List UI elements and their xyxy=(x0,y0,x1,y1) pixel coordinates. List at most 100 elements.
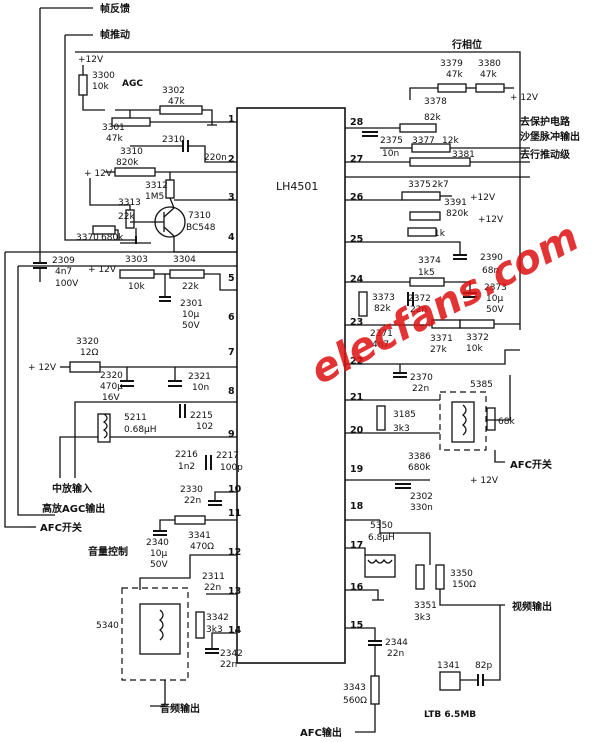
svg-text:68k: 68k xyxy=(498,417,515,427)
h-position-circuit: 行相位 3379 47k 3380 47k + 12V 3378 82k 237… xyxy=(345,38,580,178)
svg-text:10k: 10k xyxy=(466,344,483,354)
ic-pin-20: 20 xyxy=(350,425,364,436)
svg-text:3k3: 3k3 xyxy=(414,613,431,623)
signal-audio-out: 音频输出 xyxy=(160,702,200,715)
pin7-supply: 3320 12Ω + 12V 2320 470μ 16V 2321 10n xyxy=(28,337,237,403)
svg-text:2216: 2216 xyxy=(175,450,198,460)
svg-text:22n: 22n xyxy=(204,583,221,593)
ic-pin-8: 8 xyxy=(228,386,235,397)
frame-drive-line: 帧推动 xyxy=(64,28,130,241)
svg-text:3373: 3373 xyxy=(372,293,395,303)
ic-pin-19: 19 xyxy=(350,464,363,475)
svg-text:3391: 3391 xyxy=(444,198,467,208)
svg-text:+12V: +12V xyxy=(470,193,496,203)
signal-if-input: 中放输入 xyxy=(52,482,92,495)
svg-text:+ 12V: + 12V xyxy=(470,476,499,486)
transistor-7310-type: BC548 xyxy=(186,223,216,233)
ic-pin-6: 6 xyxy=(228,312,235,323)
svg-text:1k5: 1k5 xyxy=(418,268,435,278)
signal-afc-switch-left: AFC开关 xyxy=(40,521,82,534)
svg-text:150Ω: 150Ω xyxy=(452,580,476,590)
svg-text:22k: 22k xyxy=(182,282,199,292)
ic-pin-21: 21 xyxy=(350,392,363,403)
svg-text:+ 12V: + 12V xyxy=(84,169,113,179)
signal-h-position: 行相位 xyxy=(451,38,482,51)
svg-text:5350: 5350 xyxy=(370,521,393,531)
svg-text:82p: 82p xyxy=(475,661,492,671)
svg-text:3343: 3343 xyxy=(343,683,366,693)
svg-text:3372: 3372 xyxy=(466,333,489,343)
svg-text:10n: 10n xyxy=(192,383,209,393)
ic-pin-24: 24 xyxy=(350,274,364,285)
signal-video-out: 视频输出 xyxy=(512,600,552,613)
ic-pin-5: 5 xyxy=(228,273,235,284)
svg-text:3300: 3300 xyxy=(92,71,115,81)
svg-text:3320: 3320 xyxy=(76,337,99,347)
pin11-circuit: AFC开关 3341 470Ω 2340 10μ 50V 音量控制 xyxy=(28,515,237,570)
svg-text:47k: 47k xyxy=(168,97,185,107)
svg-text:2301: 2301 xyxy=(180,299,203,309)
svg-text:2309: 2309 xyxy=(52,256,75,266)
ic-pin-23: 23 xyxy=(350,317,363,328)
signal-afc-switch-right: AFC开关 xyxy=(510,458,552,471)
svg-text:4n7: 4n7 xyxy=(372,340,389,350)
svg-text:3341: 3341 xyxy=(188,531,211,541)
afc-circuit: 3185 3k3 5385 68k 3386 680k AFC开关 xyxy=(345,375,552,473)
ic-lh4501: LH4501 xyxy=(236,107,346,664)
svg-text:470μ: 470μ xyxy=(100,382,123,392)
ic-pin-22: 22 xyxy=(350,356,363,367)
ic-name: LH4501 xyxy=(276,180,318,193)
svg-text:5385: 5385 xyxy=(470,380,493,390)
svg-text:3350: 3350 xyxy=(450,569,473,579)
pin5-circuit: + 12V 3303 3304 10k 22k 2301 10μ 50V xyxy=(88,255,237,331)
svg-text:6.8μH: 6.8μH xyxy=(368,533,395,543)
svg-text:3310: 3310 xyxy=(120,147,143,157)
svg-text:22k: 22k xyxy=(118,212,135,222)
svg-text:2390: 2390 xyxy=(480,253,503,263)
svg-text:2321: 2321 xyxy=(188,372,211,382)
svg-text:22n: 22n xyxy=(184,496,201,506)
svg-text:47k: 47k xyxy=(480,70,497,80)
svg-text:220n: 220n xyxy=(204,153,227,163)
svg-text:3302: 3302 xyxy=(162,86,185,96)
svg-text:3377: 3377 xyxy=(412,136,435,146)
svg-text:2215: 2215 xyxy=(190,411,213,421)
svg-text:27k: 27k xyxy=(430,345,447,355)
svg-text:2311: 2311 xyxy=(202,572,225,582)
svg-text:68n: 68n xyxy=(482,266,499,276)
svg-text:3185: 3185 xyxy=(393,410,416,420)
ic-pin-13: 13 xyxy=(228,586,241,597)
signal-volume-control: 音量控制 xyxy=(88,545,128,558)
svg-text:2371: 2371 xyxy=(370,329,393,339)
ic-pin-18: 18 xyxy=(350,501,364,512)
svg-text:82k: 82k xyxy=(374,304,391,314)
pin26-25-circuit: 3375 2k7 +12V 3391 820k +12V 3390 1k 239… xyxy=(345,180,504,276)
svg-text:2344: 2344 xyxy=(385,638,408,648)
svg-text:3379: 3379 xyxy=(440,59,463,69)
signal-sandcastle-out: 沙堡脉冲输出 xyxy=(520,130,580,143)
signal-frame-feedback: 帧反馈 xyxy=(100,2,130,15)
svg-text:50V: 50V xyxy=(182,321,200,331)
svg-text:47k: 47k xyxy=(446,70,463,80)
svg-text:22n: 22n xyxy=(412,384,429,394)
svg-text:22n: 22n xyxy=(387,649,404,659)
svg-text:3312: 3312 xyxy=(145,181,168,191)
ic-pin-9: 9 xyxy=(228,429,235,440)
svg-text:2370: 2370 xyxy=(410,373,433,383)
ic-pin-16: 16 xyxy=(350,582,364,593)
svg-text:12Ω: 12Ω xyxy=(80,348,98,358)
signal-afc-out: AFC输出 xyxy=(300,726,342,739)
svg-text:2340: 2340 xyxy=(146,538,169,548)
ic-pin-7: 7 xyxy=(228,347,235,358)
svg-text:820k: 820k xyxy=(446,209,469,219)
svg-text:2342: 2342 xyxy=(220,649,243,659)
svg-text:10k: 10k xyxy=(128,282,145,292)
left-vert-bus xyxy=(4,252,28,528)
cap-2309: 2309 4n7 100V xyxy=(33,255,79,289)
svg-text:47k: 47k xyxy=(106,134,123,144)
svg-text:+ 12V: + 12V xyxy=(88,265,117,275)
svg-text:2373: 2373 xyxy=(484,283,507,293)
svg-text:1k: 1k xyxy=(434,229,446,239)
svg-text:3k3: 3k3 xyxy=(206,625,223,635)
